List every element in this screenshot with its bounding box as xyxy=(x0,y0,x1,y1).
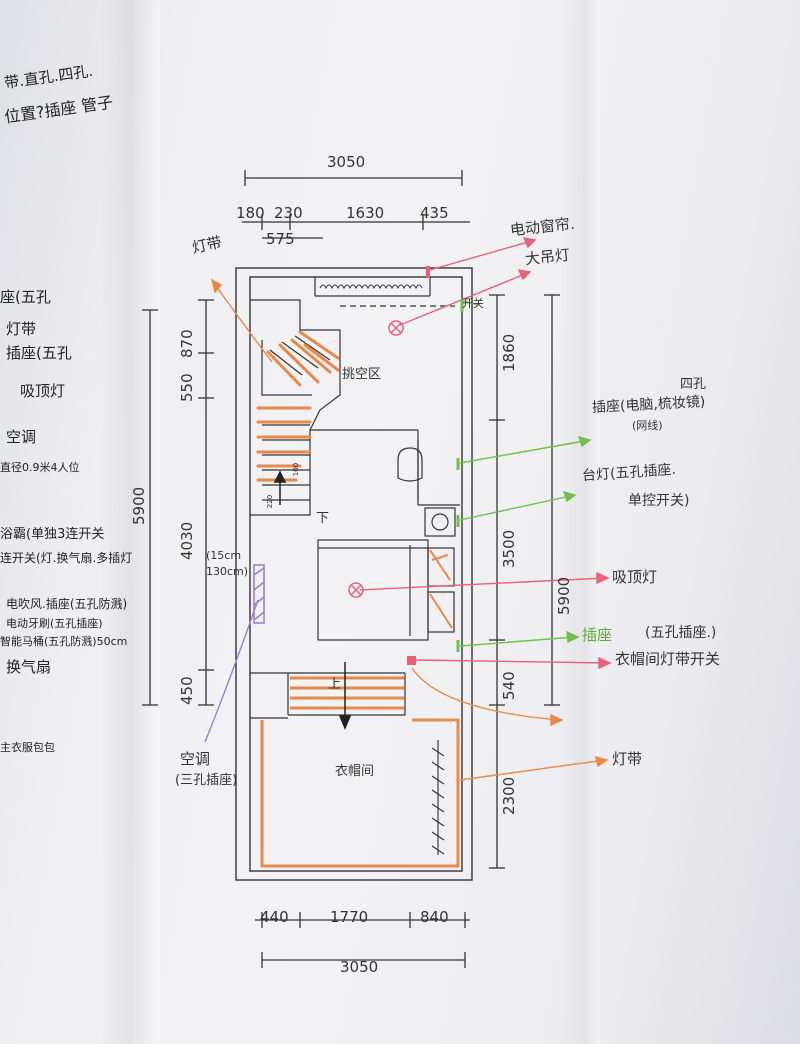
note-ac-sub: (三孔插座) xyxy=(175,773,238,788)
dim-right-2: 3500 xyxy=(500,529,518,568)
note-bath-dims: (15cm xyxy=(206,549,242,562)
sink-icon xyxy=(424,507,456,537)
left-col-line-10: 连开关(灯.换气扇.多插灯 xyxy=(0,551,133,565)
room-loft-label: 挑空区 xyxy=(342,367,382,382)
wardrobe-arrow-icon xyxy=(338,662,352,730)
dim-right-3: 540 xyxy=(500,671,518,700)
left-col-line-11: 电吹风.插座(五孔防溅) xyxy=(6,597,128,611)
left-col-line-7: 空调 xyxy=(6,428,37,446)
dim-left-4: 450 xyxy=(178,676,196,705)
left-dimension-lines xyxy=(142,299,214,706)
stair-structure xyxy=(250,299,460,516)
note-socket-desk-sub: (网线) xyxy=(632,419,663,432)
left-col-line-15: 主衣服包包 xyxy=(0,741,55,754)
dim-left-3: 4030 xyxy=(178,521,196,560)
note-wardrobe-switch: 衣帽间灯带开关 xyxy=(615,650,721,668)
note-light-strip-right: 灯带 xyxy=(612,750,643,768)
left-col-line-3: 座(五孔 xyxy=(0,288,51,306)
room-wardrobe-label: 衣帽间 xyxy=(335,764,375,779)
pendant-lamp-icon xyxy=(388,320,404,336)
dim-right-4: 2300 xyxy=(500,776,518,815)
dim-top-seg-2: 230 xyxy=(274,204,303,222)
left-col-line-14: 换气扇 xyxy=(6,658,52,676)
note-ac: 空调 xyxy=(180,750,211,768)
small-dim-b: 220 xyxy=(266,494,275,509)
wardrobe-switch-marker xyxy=(407,656,416,665)
left-col-line-8: 直径0.9米4人位 xyxy=(0,461,80,474)
left-col-line-4: 灯带 xyxy=(6,320,37,338)
wardrobe-partition xyxy=(250,672,406,719)
dim-bottom-seg-1: 440 xyxy=(260,908,289,926)
dim-bottom-total: 3050 xyxy=(340,958,379,976)
note-socket: 插座 xyxy=(582,626,613,644)
dim-left-1: 870 xyxy=(178,329,196,358)
bed-highlight xyxy=(429,549,453,629)
note-switch: 开关 xyxy=(462,297,484,310)
dim-right-total: 5900 xyxy=(555,576,573,615)
curtain-marker xyxy=(426,266,430,278)
wardrobe-stairs xyxy=(290,676,404,710)
left-col-line-13: 智能马桶(五孔防溅)50cm xyxy=(0,635,128,648)
stair-up-label: 上 xyxy=(328,677,342,692)
dim-bottom-seg-2: 1770 xyxy=(330,908,369,926)
toilet-icon xyxy=(397,440,423,500)
left-col-line-12: 电动牙刷(五孔插座) xyxy=(6,617,103,630)
top-dimension-lines xyxy=(242,170,470,239)
dim-left-total: 5900 xyxy=(130,486,148,525)
bed-icon xyxy=(317,539,455,641)
stair-arrow-icon xyxy=(273,470,287,505)
dim-right-1: 1860 xyxy=(500,333,518,372)
left-col-line-9: 浴霸(单独3连开关 xyxy=(0,527,105,542)
left-col-line-5: 插座(五孔 xyxy=(6,344,72,362)
annotation-arrows xyxy=(204,237,612,781)
dim-top-seg-3: 1630 xyxy=(346,204,385,222)
hanger-rail-icon xyxy=(431,740,445,855)
dim-top-seg-1: 180 xyxy=(236,204,265,222)
left-col-line-6: 吸顶灯 xyxy=(20,382,66,400)
note-ceiling-lamp: 吸顶灯 xyxy=(612,568,658,586)
note-four-hole: 四孔 xyxy=(680,377,707,392)
note-desk-lamp-sub: 单控开关) xyxy=(628,493,690,509)
note-bath-dims-2: 130cm) xyxy=(206,565,249,578)
dim-top-total: 3050 xyxy=(327,153,366,171)
small-dim-a: 100 xyxy=(292,462,301,477)
outer-walls xyxy=(235,267,473,881)
stair-highlights xyxy=(256,330,340,482)
dim-top-seg-4: 435 xyxy=(420,204,449,222)
dim-bottom-seg-3: 840 xyxy=(420,908,449,926)
dim-left-2: 550 xyxy=(178,373,196,402)
stair-down-label: 下 xyxy=(316,511,330,526)
top-window-area xyxy=(314,277,455,307)
dim-top-sub: 575 xyxy=(266,230,295,248)
socket-markers xyxy=(456,300,464,652)
paper-fold xyxy=(560,0,600,1044)
note-socket-five: (五孔插座.) xyxy=(645,625,717,641)
bottom-dimension-lines xyxy=(255,912,470,968)
side-window xyxy=(253,564,265,624)
wardrobe-light-strip xyxy=(260,718,460,868)
